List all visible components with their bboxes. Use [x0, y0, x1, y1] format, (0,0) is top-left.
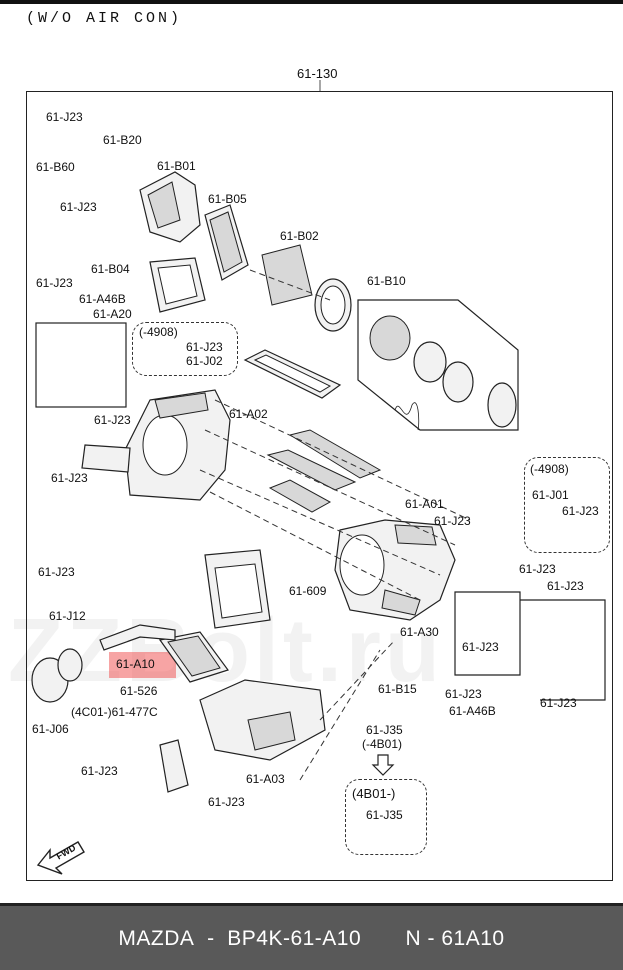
label-61-b02: 61-B02: [280, 229, 319, 243]
label-group-4908-b: (-4908): [530, 462, 569, 476]
highlight-box: [109, 652, 176, 678]
label-61-j23-i: 61-J23: [38, 565, 75, 579]
label-61-j23-n: 61-J23: [540, 696, 577, 710]
label-group-4b01-b: (4B01-): [352, 786, 396, 801]
diagram-heading: (W/O AIR CON): [26, 10, 183, 27]
label-61-b15: 61-B15: [378, 682, 417, 696]
group-box-4b01: [345, 779, 427, 855]
label-61-j23-h: 61-J23: [434, 514, 471, 528]
label-61-b04: 61-B04: [91, 262, 130, 276]
footer-brand: MAZDA: [118, 927, 195, 950]
group-box-4908-a: [132, 322, 238, 376]
label-61-j23-g: 61-J23: [562, 504, 599, 518]
footer-spacer: [368, 927, 400, 951]
label-61-a02: 61-A02: [229, 407, 268, 421]
label-61-j23-l: 61-J23: [462, 640, 499, 654]
label-61-b01: 61-B01: [157, 159, 196, 173]
label-group-4908-a: (-4908): [139, 325, 178, 339]
exploded-parts-drawing: [31, 80, 606, 875]
label-61-609: 61-609: [289, 584, 327, 598]
label-61-j23-f: 61-J23: [51, 471, 88, 485]
label-61-j35-b: 61-J35: [366, 808, 403, 822]
label-61-a46b-b: 61-A46B: [449, 704, 496, 718]
footer-separator: -: [200, 927, 221, 950]
label-61-j35-a: 61-J35: [366, 723, 403, 737]
label-61-a10-highlighted: 61-A10: [116, 657, 155, 671]
label-61-j12: 61-J12: [49, 609, 86, 623]
label-group-4b01-a: (-4B01): [362, 737, 403, 751]
footer-caption: MAZDA - BP4K-61-A10 N - 61A10: [0, 927, 623, 951]
label-61-j23-c: 61-J23: [36, 276, 73, 290]
label-61-a46b-a: 61-A46B: [79, 292, 126, 306]
label-61-j01: 61-J01: [532, 488, 569, 502]
label-61-j23-a: 61-J23: [46, 110, 83, 124]
label-61-j23-m: 61-J23: [445, 687, 482, 701]
group-box-4908-b: [524, 457, 610, 553]
label-61-j23-k: 61-J23: [547, 579, 584, 593]
footer-rule: [0, 903, 623, 906]
label-61-a30: 61-A30: [400, 625, 439, 639]
top-rule: [0, 0, 623, 4]
label-61-j23-e: 61-J23: [94, 413, 131, 427]
label-61-j06: 61-J06: [32, 722, 69, 736]
diagram-frame: [26, 91, 613, 881]
label-61-a20: 61-A20: [93, 307, 132, 321]
label-61-b10: 61-B10: [367, 274, 406, 288]
label-61-j23-b: 61-J23: [60, 200, 97, 214]
label-61-a01: 61-A01: [405, 497, 444, 511]
label-61-j23-o: 61-J23: [81, 764, 118, 778]
footer-bar: [0, 903, 623, 970]
label-61-a03: 61-A03: [246, 772, 285, 786]
label-61-b60: 61-B60: [36, 160, 75, 174]
footer-part-number: BP4K-61-A10: [227, 927, 362, 950]
label-61-j23-d: 61-J23: [186, 340, 223, 354]
footer-code: N - 61A10: [405, 927, 505, 950]
assembly-label: 61-130: [297, 66, 338, 81]
label-61-j23-p: 61-J23: [208, 795, 245, 809]
label-61-j23-j: 61-J23: [519, 562, 556, 576]
label-61-j02: 61-J02: [186, 354, 223, 368]
label-4c01-61-477c: (4C01-)61-477C: [71, 705, 158, 719]
label-61-526: 61-526: [120, 684, 158, 698]
label-61-b20: 61-B20: [103, 133, 142, 147]
label-61-b05: 61-B05: [208, 192, 247, 206]
